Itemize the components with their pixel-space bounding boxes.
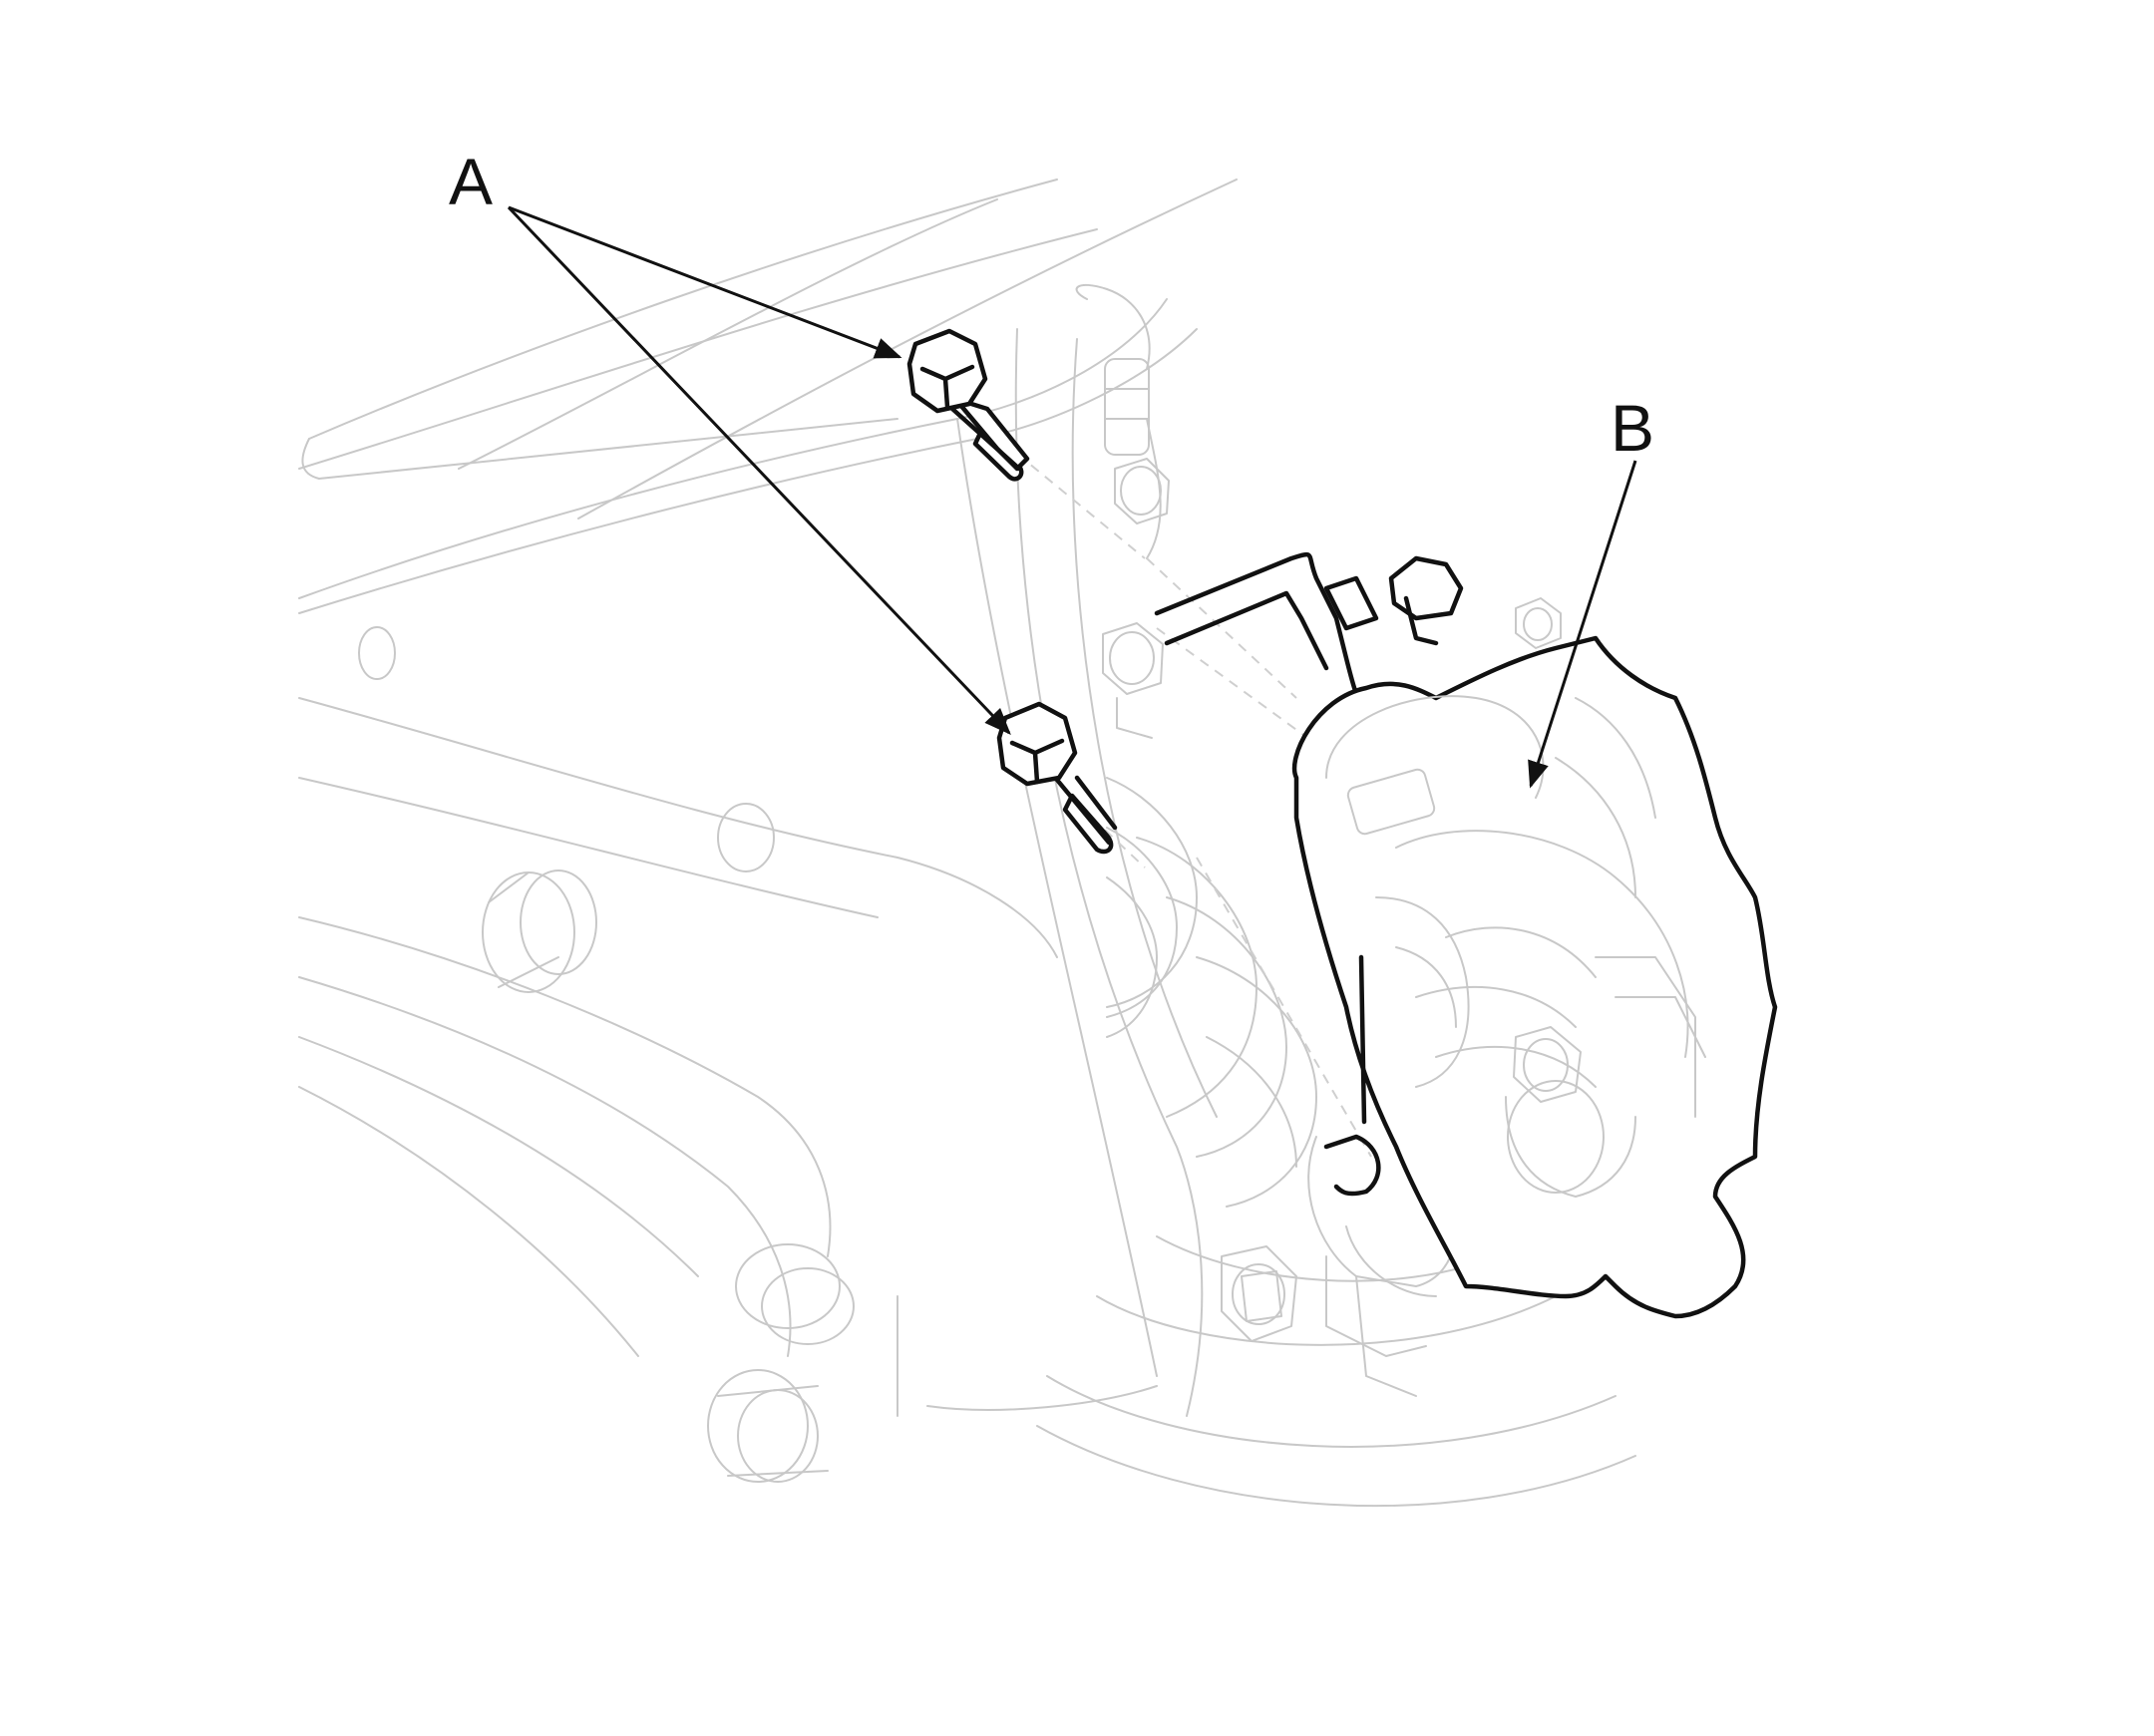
brake-hose (1154, 551, 1379, 721)
callout-a-leaders (507, 205, 1011, 735)
callout-label-b: B (1611, 391, 1654, 465)
callout-b-leader (1528, 460, 1637, 789)
caliper-mounting-bolt-upper (906, 328, 1030, 482)
knuckle-assembly-outline (298, 178, 1716, 1508)
caliper-mounting-bolt-lower (996, 701, 1118, 855)
brake-caliper (1291, 555, 1778, 1319)
callout-label-a: A (449, 145, 493, 218)
